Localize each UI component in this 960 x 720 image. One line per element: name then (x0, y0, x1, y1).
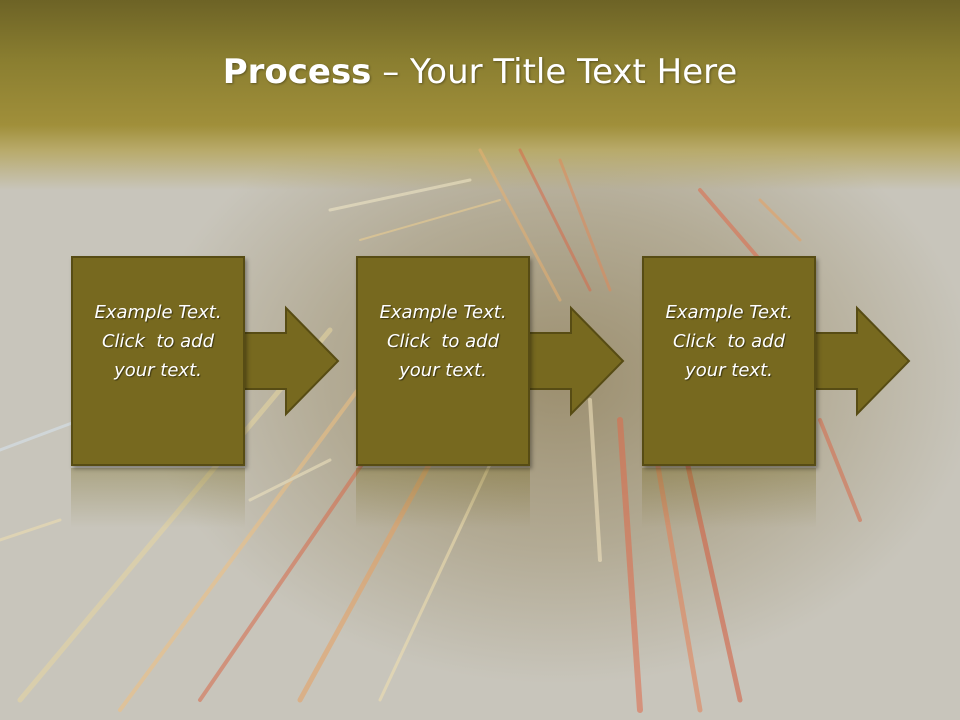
step-2-line2: Click to add (386, 330, 499, 352)
slide-title[interactable]: Process – Your Title Text Here (0, 52, 960, 92)
step-3-line3: your text. (685, 359, 773, 381)
step-1-arrow-icon (242, 305, 340, 417)
step-3-arrow-icon (813, 305, 911, 417)
step-1-line2: Click to add (101, 330, 214, 352)
step-3-text: Example Text. Click to add your text. (644, 258, 814, 464)
step-2-reflection (356, 468, 530, 528)
step-1-text: Example Text. Click to add your text. (73, 258, 243, 464)
title-rest: – Your Title Text Here (371, 52, 738, 92)
step-1-reflection (71, 468, 245, 528)
step-2-arrow-icon (527, 305, 625, 417)
step-1-line3: your text. (114, 359, 202, 381)
step-2-box[interactable]: Example Text. Click to add your text. (356, 256, 530, 466)
step-2-text: Example Text. Click to add your text. (358, 258, 528, 464)
step-1-line1: Example Text. (94, 301, 222, 323)
step-3-reflection (642, 468, 816, 528)
step-3-line2: Click to add (672, 330, 785, 352)
step-3-box[interactable]: Example Text. Click to add your text. (642, 256, 816, 466)
step-2-line3: your text. (399, 359, 487, 381)
title-bold: Process (222, 52, 372, 92)
step-2-line1: Example Text. (379, 301, 507, 323)
step-3-line1: Example Text. (665, 301, 793, 323)
step-1-box[interactable]: Example Text. Click to add your text. (71, 256, 245, 466)
